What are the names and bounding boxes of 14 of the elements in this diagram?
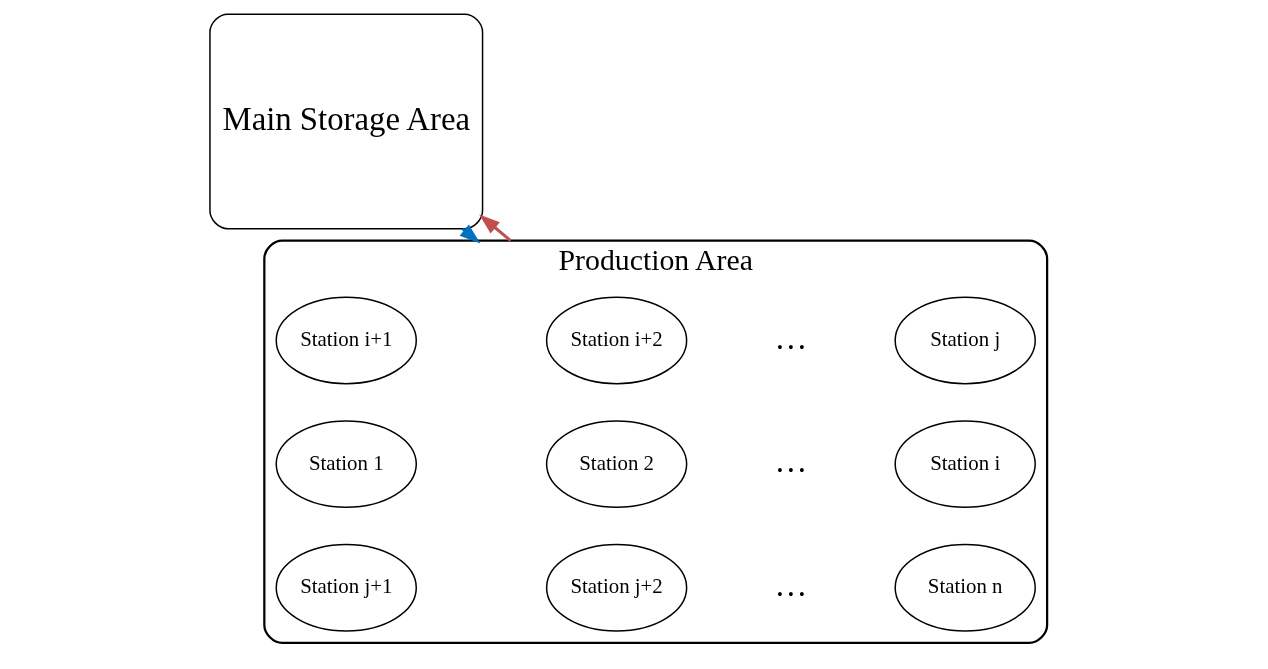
- label: …: [774, 319, 807, 356]
- node-ellipse: Station n: [893, 543, 1036, 632]
- node-ellipse: Station 2: [545, 420, 687, 509]
- node-ellipse: Station j: [893, 296, 1036, 385]
- node-ellipse: Station j+1: [275, 543, 417, 632]
- node-ellipse: Station i: [893, 420, 1036, 509]
- node-box: Main Storage Area: [208, 13, 483, 230]
- label: …: [774, 567, 807, 604]
- node-ellipse: Station j+2: [545, 543, 687, 632]
- node-ellipse: Station i+2: [545, 296, 687, 385]
- label: …: [774, 443, 807, 480]
- node-ellipse: Station 1: [275, 420, 417, 509]
- arrow: [478, 214, 512, 242]
- node-ellipse: Station i+1: [275, 296, 417, 385]
